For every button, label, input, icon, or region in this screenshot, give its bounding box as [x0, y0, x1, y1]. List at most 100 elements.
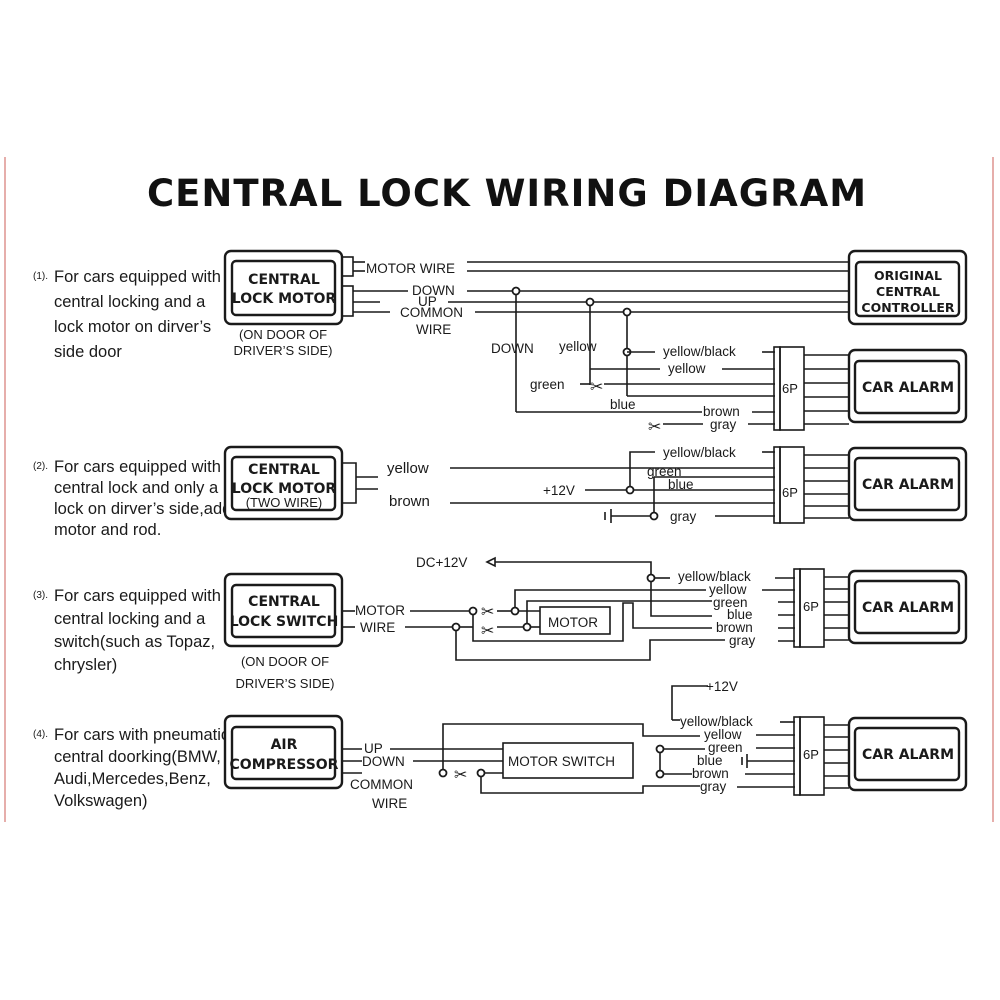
- description-line: central locking and a: [54, 293, 206, 311]
- splice-node: [655, 744, 665, 754]
- six-pin-connector: 6P: [793, 568, 825, 648]
- six-pin-connector: 6P: [773, 446, 805, 524]
- alarm-wire-label: gray: [670, 509, 697, 524]
- device-label: LOCK MOTOR: [232, 291, 337, 307]
- description-line: motor and rod.: [54, 521, 161, 539]
- cut-wire-icon: ✂: [481, 621, 494, 640]
- alarm-wire-label: yellow/black: [680, 714, 753, 729]
- blue-label: blue: [668, 477, 694, 492]
- device-label: COMPRESSOR: [230, 757, 339, 773]
- up-label: UP: [418, 294, 437, 309]
- section-number: (1).: [33, 271, 48, 282]
- splice-node: [476, 768, 486, 778]
- car-alarm-box: CAR ALARM: [847, 348, 968, 424]
- device-label: AIR: [271, 737, 298, 753]
- motor-switch-label: MOTOR SWITCH: [508, 754, 615, 769]
- device-label: CENTRAL: [248, 272, 320, 288]
- device-note: (ON DOOR OF: [241, 654, 329, 669]
- car-alarm-box: CAR ALARM: [847, 569, 968, 645]
- v12-label: +12V: [543, 483, 575, 498]
- wire-label: WIRE: [416, 322, 451, 337]
- car-alarm-label: CAR ALARM: [862, 747, 954, 763]
- splice-node: [625, 485, 635, 495]
- alarm-wire-label: yellow/black: [663, 445, 736, 460]
- cut-wire-icon: ✂: [454, 765, 467, 784]
- alarm-wire-label: yellow/black: [663, 344, 736, 359]
- description-line: Volkswagen): [54, 792, 148, 810]
- splice-node: [655, 769, 665, 779]
- controller-label: CENTRAL: [876, 284, 940, 299]
- original-central-controller-box: ORIGINAL CENTRAL CONTROLLER: [847, 249, 968, 326]
- six-pin-connector: 6P: [773, 346, 805, 431]
- description-line: central doorking(BMW,: [54, 748, 221, 766]
- device-label: CENTRAL: [248, 462, 320, 478]
- central-lock-motor-two-wire-box: CENTRAL LOCK MOTOR (TWO WIRE): [223, 445, 344, 521]
- splice-node: [649, 511, 659, 521]
- alarm-wire-label: brown: [716, 620, 753, 635]
- alarm-wire-label: gray: [700, 779, 727, 794]
- description-line: chrysler): [54, 656, 117, 674]
- alarm-wire-label: blue: [727, 607, 753, 622]
- car-alarm-label: CAR ALARM: [862, 477, 954, 493]
- connector-label: 6P: [782, 381, 798, 396]
- description-line: Audi,Mercedes,Benz,: [54, 770, 211, 788]
- motor-switch-box: [502, 742, 634, 779]
- section-number: (3).: [33, 590, 48, 601]
- description-line: lock motor on dirver’s: [54, 318, 211, 336]
- section-number: (2).: [33, 461, 48, 472]
- blue-label: blue: [610, 397, 636, 412]
- central-lock-motor-box: CENTRAL LOCK MOTOR: [223, 249, 344, 326]
- description-line: For cars equipped with: [54, 587, 221, 605]
- alarm-wire-label: yellow/black: [678, 569, 751, 584]
- green-label: green: [530, 377, 565, 392]
- wire-label: WIRE: [372, 796, 407, 811]
- alarm-wire-label: blue: [697, 753, 723, 768]
- section-2: (2). For cars equipped with central lock…: [33, 445, 968, 539]
- down-label: DOWN: [412, 283, 455, 298]
- v12-label: +12V: [706, 679, 738, 694]
- splice-node: [451, 622, 461, 632]
- alarm-wire-label: gray: [710, 417, 737, 432]
- device-note: DRIVER’S SIDE): [236, 676, 335, 691]
- splice-node: [622, 307, 632, 317]
- diagram-title: CENTRAL LOCK WIRING DIAGRAM: [147, 172, 867, 215]
- device-label: LOCK MOTOR: [232, 481, 337, 497]
- motor-label: MOTOR: [355, 603, 405, 618]
- wire-label: WIRE: [360, 620, 395, 635]
- section-4: (4). For cars with pneumatic central doo…: [33, 679, 968, 811]
- motor-wire-label: MOTOR WIRE: [366, 261, 455, 276]
- connector-label: 6P: [803, 599, 819, 614]
- alarm-wire-label: gray: [729, 633, 756, 648]
- six-pin-connector: 6P: [793, 716, 825, 796]
- section-3: (3). For cars equipped with central lock…: [33, 555, 968, 691]
- alarm-wire-label: green: [713, 595, 748, 610]
- brown-label: brown: [389, 493, 430, 510]
- common-label: COMMON: [350, 777, 413, 792]
- cut-wire-icon: ✂: [481, 602, 494, 621]
- description-line: switch(such as Topaz,: [54, 633, 215, 651]
- device-note: (ON DOOR OF: [239, 327, 327, 342]
- yellow-drop-label: yellow: [559, 339, 597, 354]
- device-label: CENTRAL: [248, 594, 320, 610]
- car-alarm-label: CAR ALARM: [862, 600, 954, 616]
- motor-box: [539, 606, 611, 635]
- up-label: UP: [364, 741, 383, 756]
- connector-label: 6P: [782, 485, 798, 500]
- down-label: DOWN: [362, 754, 405, 769]
- device-label: LOCK SWITCH: [230, 614, 339, 630]
- device-label: (TWO WIRE): [246, 495, 323, 510]
- splice-node: [438, 768, 448, 778]
- connector-label: 6P: [803, 747, 819, 762]
- description-line: central locking and a: [54, 610, 206, 628]
- controller-label: ORIGINAL: [874, 268, 942, 283]
- green-label: green: [647, 464, 682, 479]
- car-alarm-box: CAR ALARM: [847, 446, 968, 522]
- central-lock-switch-box: CENTRAL LOCK SWITCH: [223, 572, 344, 648]
- common-label: COMMON: [400, 305, 463, 320]
- down-drop-label: DOWN: [491, 341, 534, 356]
- splice-node: [646, 573, 656, 583]
- splice-node: [522, 622, 532, 632]
- air-compressor-box: AIR COMPRESSOR: [223, 714, 344, 790]
- cut-wire-icon: ✂: [648, 417, 661, 436]
